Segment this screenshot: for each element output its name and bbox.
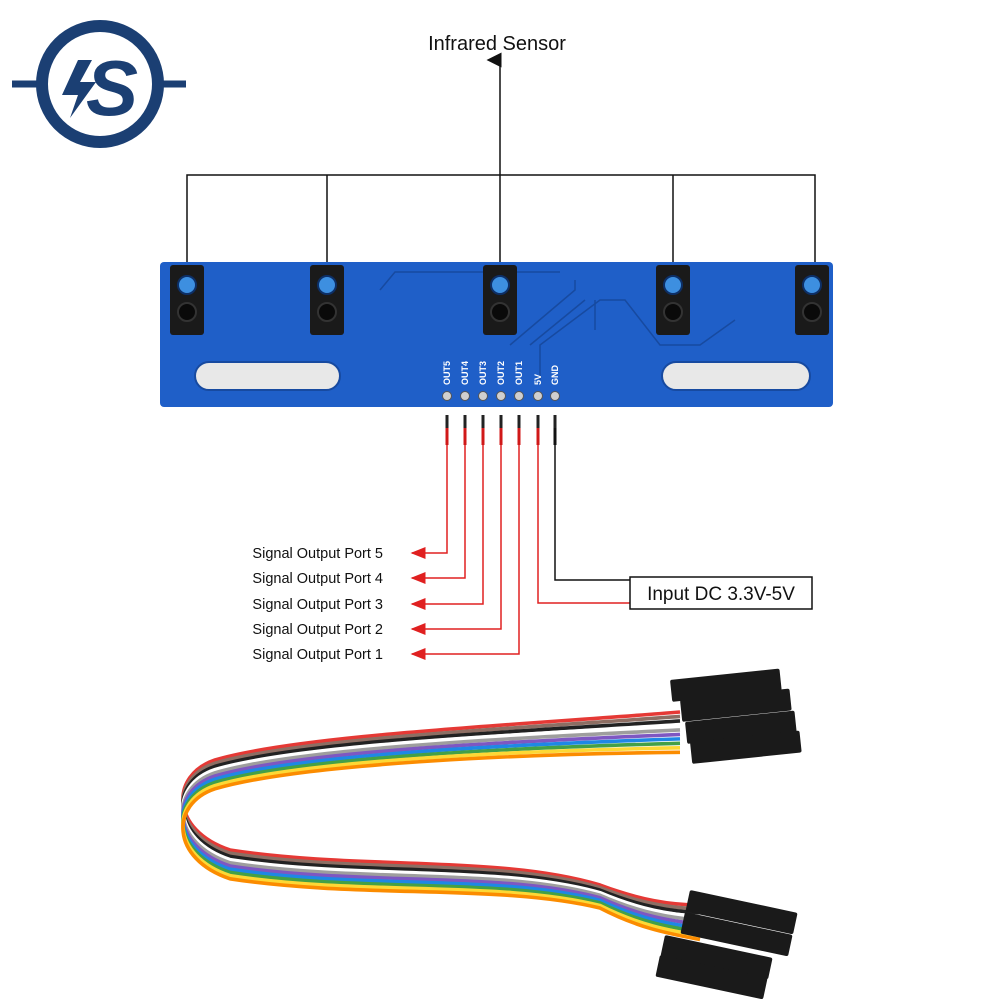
signal-output-label: Signal Output Port 4 bbox=[252, 571, 383, 587]
cable-wire bbox=[181, 737, 701, 930]
ir-sensor bbox=[483, 265, 517, 335]
ir-sensor bbox=[170, 265, 204, 335]
pin-label: GND bbox=[550, 365, 560, 386]
signal-output-label: Signal Output Port 3 bbox=[252, 597, 383, 613]
svg-text:S: S bbox=[86, 44, 138, 132]
power-label: Input DC 3.3V-5V bbox=[647, 584, 795, 605]
ground-line bbox=[554, 445, 630, 581]
dupont-connector bbox=[680, 688, 792, 722]
cable-wire bbox=[181, 732, 701, 926]
pin-hole bbox=[460, 391, 470, 401]
signal-line bbox=[410, 445, 448, 559]
signal-line bbox=[410, 445, 466, 584]
pin-hole bbox=[478, 391, 488, 401]
signal-line bbox=[410, 445, 484, 610]
ir-sensor bbox=[656, 265, 690, 335]
pin-label: OUT1 bbox=[514, 361, 524, 385]
pin-hole bbox=[442, 391, 452, 401]
jumper-cable bbox=[181, 668, 802, 1000]
signal-line bbox=[410, 445, 520, 660]
dupont-connector bbox=[685, 710, 797, 744]
pin-label: OUT2 bbox=[496, 361, 506, 385]
cable-wire bbox=[181, 728, 701, 923]
ir-sensor bbox=[795, 265, 829, 335]
power-label-box bbox=[629, 576, 813, 610]
signal-output-label: Signal Output Port 2 bbox=[252, 622, 383, 638]
pin-label: 5V bbox=[533, 374, 543, 385]
pin-label: OUT4 bbox=[460, 361, 470, 385]
pin-label: OUT5 bbox=[442, 361, 452, 385]
pin-hole bbox=[550, 391, 560, 401]
cable-wire bbox=[181, 719, 701, 915]
cable-wire bbox=[181, 741, 701, 934]
cable-wire bbox=[181, 746, 701, 938]
ir-sensor bbox=[310, 265, 344, 335]
cable-wire bbox=[181, 714, 701, 911]
brand-logo: S bbox=[12, 20, 186, 148]
dupont-connector bbox=[670, 668, 782, 702]
cable-wire bbox=[181, 710, 701, 907]
pin-hole bbox=[514, 391, 524, 401]
signal-output-label: Signal Output Port 5 bbox=[252, 546, 383, 562]
signal-line bbox=[410, 445, 502, 635]
dupont-connector bbox=[660, 935, 773, 980]
pin-hole bbox=[496, 391, 506, 401]
dupont-connector bbox=[685, 890, 798, 935]
power-line bbox=[537, 445, 630, 604]
pin-label: OUT3 bbox=[478, 361, 488, 385]
pin-hole bbox=[533, 391, 543, 401]
dupont-connector bbox=[690, 730, 802, 764]
dupont-connector bbox=[655, 955, 768, 1000]
cable-wire bbox=[181, 750, 701, 942]
sensor-board: OUT5 OUT4 OUT3 OUT2 OUT1 5V GND bbox=[160, 262, 833, 407]
dupont-connector bbox=[680, 912, 793, 957]
cable-wire bbox=[181, 723, 701, 919]
signal-output-label: Signal Output Port 1 bbox=[252, 647, 383, 663]
title-label: Infrared Sensor bbox=[428, 33, 566, 55]
